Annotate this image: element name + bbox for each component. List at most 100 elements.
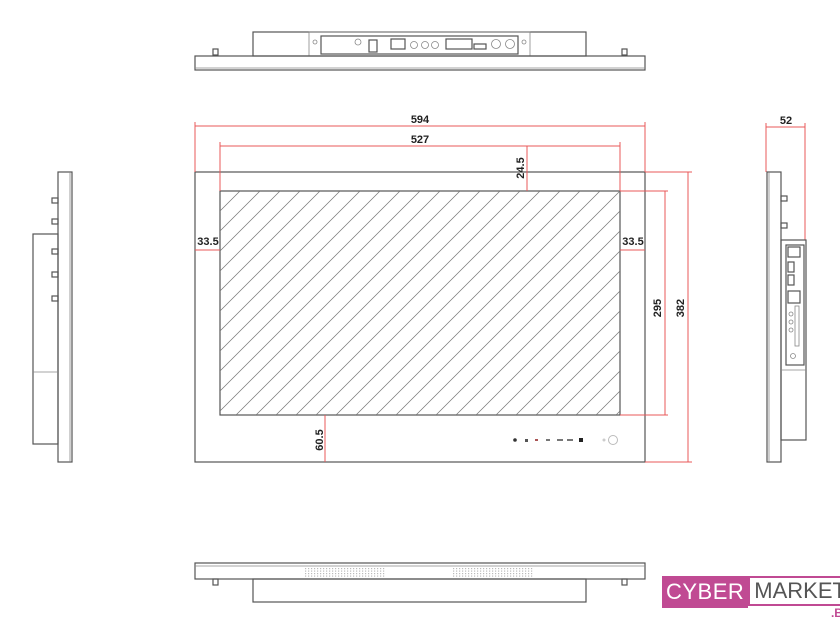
vent-hole (495, 575, 497, 577)
vent-hole (492, 575, 494, 577)
vent-hole (338, 573, 340, 575)
vent-hole (308, 568, 310, 570)
vent-hole (368, 570, 370, 572)
vent-hole (359, 575, 361, 577)
vent-hole (492, 568, 494, 570)
dim-screen-width: 527 (411, 134, 429, 146)
vent-hole (374, 570, 376, 572)
vent-hole (341, 573, 343, 575)
dim-overall-width: 594 (411, 114, 430, 126)
vent-hole (320, 570, 322, 572)
hatch-line (235, 191, 461, 415)
vent-hole (489, 573, 491, 575)
vent-hole (353, 573, 355, 575)
vent-hole (528, 573, 530, 575)
hatch-line (636, 191, 840, 415)
vent-hole (501, 575, 503, 577)
vent-hole (525, 573, 527, 575)
vent-hole (383, 568, 385, 570)
vent-hole (519, 573, 521, 575)
hatch-line (220, 191, 441, 412)
hatch-line (220, 191, 401, 372)
vent-hole (507, 575, 509, 577)
vent-hole (341, 568, 343, 570)
vent-hole (305, 575, 307, 577)
vent-hole (510, 570, 512, 572)
vent-hole (338, 570, 340, 572)
vent-hole (462, 568, 464, 570)
vent-hole (513, 575, 515, 577)
vent-hole (531, 575, 533, 577)
vent-hole (489, 575, 491, 577)
vent-hole (308, 570, 310, 572)
vent-hole (341, 570, 343, 572)
vent-hole (486, 570, 488, 572)
hatch-line (220, 191, 421, 392)
vent-hole (311, 568, 313, 570)
vent-hole (308, 573, 310, 575)
vent-hole (453, 575, 455, 577)
vent-hole (356, 570, 358, 572)
vent-hole (362, 573, 364, 575)
vent-hole (374, 575, 376, 577)
vent-hole (326, 575, 328, 577)
hatch-line (575, 370, 620, 415)
vent-hole (519, 568, 521, 570)
vent-hole (492, 573, 494, 575)
vent-hole (317, 570, 319, 572)
vent-hole (377, 573, 379, 575)
vent-hole (519, 570, 521, 572)
vent-hole (525, 575, 527, 577)
vent-hole (507, 568, 509, 570)
vent-hole (486, 573, 488, 575)
vent-hole (350, 568, 352, 570)
vent-hole (377, 568, 379, 570)
vent-hole (483, 573, 485, 575)
hatch-line (355, 191, 581, 415)
vent-hole (380, 573, 382, 575)
vent-hole (314, 573, 316, 575)
vent-hole (513, 573, 515, 575)
vent-hole (359, 568, 361, 570)
vent-hole (522, 575, 524, 577)
dim-screen-height: 295 (652, 299, 664, 317)
hatch-line (515, 310, 620, 415)
vent-hole (323, 568, 325, 570)
vent-hole (486, 575, 488, 577)
dim-bottom-bezel: 60.5 (314, 429, 326, 450)
vent-hole (362, 575, 364, 577)
vent-hole (459, 570, 461, 572)
vent-hole (362, 570, 364, 572)
bottom-view (194, 562, 646, 603)
vent-hole (365, 568, 367, 570)
vent-hole (332, 570, 334, 572)
vent-hole (468, 575, 470, 577)
hatch-line (555, 350, 620, 415)
vent-hole (459, 573, 461, 575)
vent-hole (477, 575, 479, 577)
vent-hole (344, 568, 346, 570)
vent-hole (504, 575, 506, 577)
vent-hole (365, 570, 367, 572)
hatch-line (220, 191, 341, 312)
dim-overall-height: 382 (675, 299, 687, 317)
vent-hole (462, 573, 464, 575)
vent-hole (489, 570, 491, 572)
vent-hole (338, 575, 340, 577)
vent-hole (492, 570, 494, 572)
vent-hole (314, 568, 316, 570)
top-view (194, 31, 646, 71)
vent-hole (453, 570, 455, 572)
vent-hole (471, 573, 473, 575)
vent-hole (344, 575, 346, 577)
vent-hole (380, 568, 382, 570)
vent-hole (356, 575, 358, 577)
vent-hole (510, 575, 512, 577)
logo-suffix: .BY (829, 607, 840, 620)
control-buttons (513, 435, 618, 445)
vent-hole (308, 575, 310, 577)
hatch-line (455, 250, 620, 415)
logo-part2: MARKET (748, 576, 840, 606)
vent-hole (323, 570, 325, 572)
vent-hole (356, 573, 358, 575)
